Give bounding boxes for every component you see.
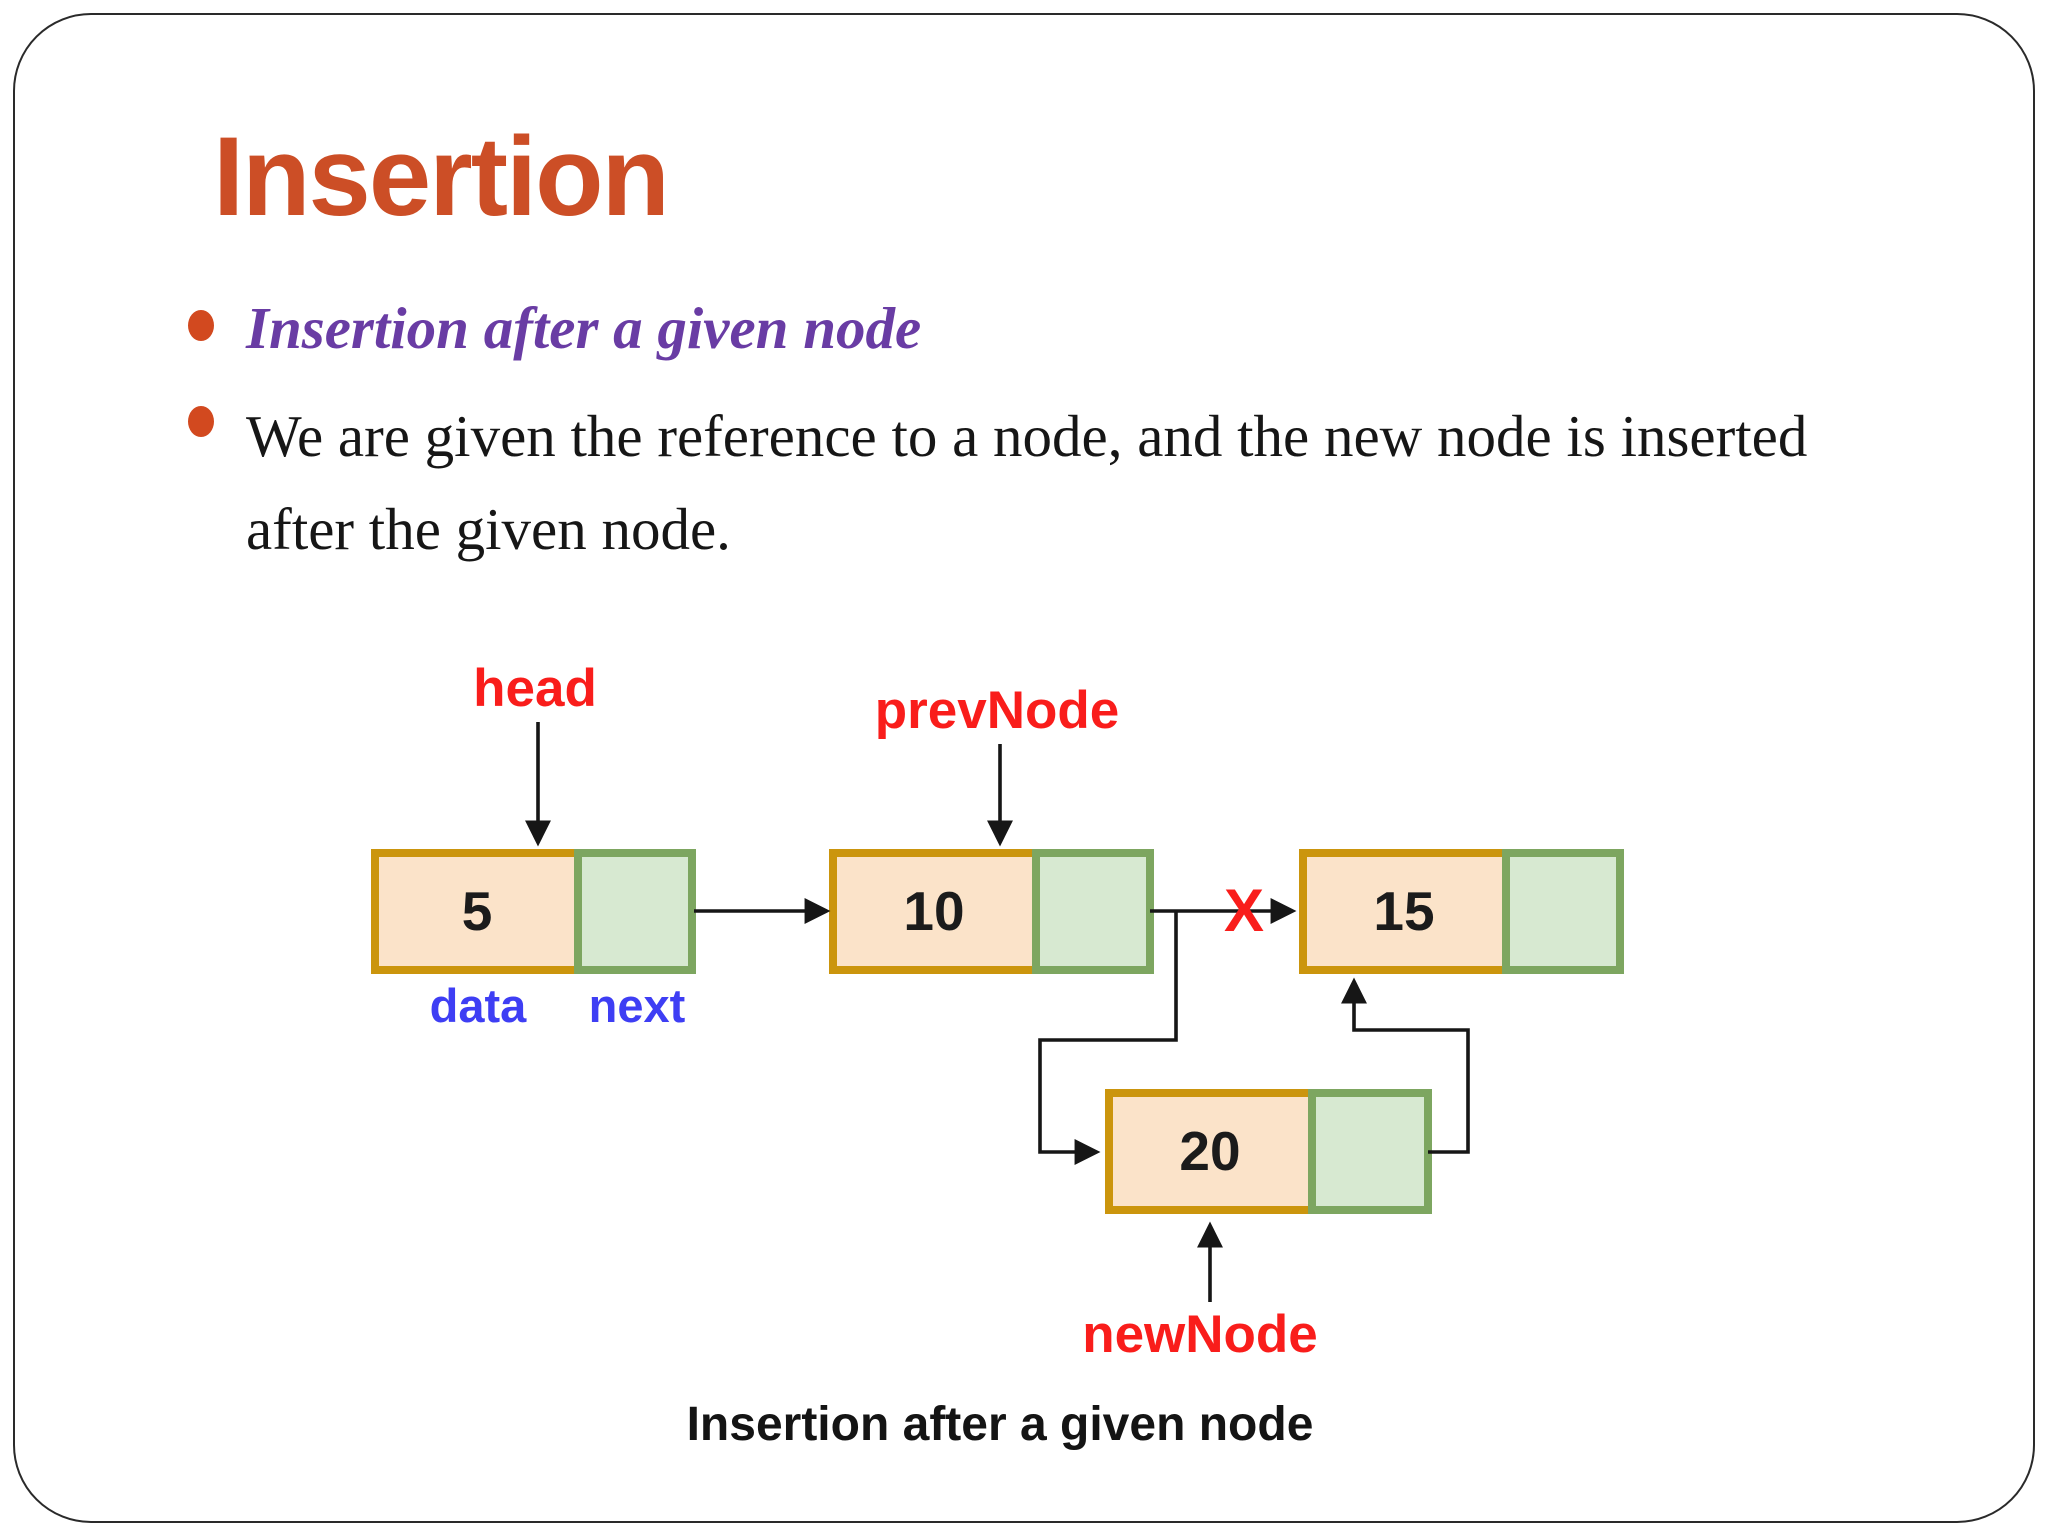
node-10-data-cell (829, 849, 1040, 974)
head-pointer-label: head (473, 659, 597, 718)
bullet-1-text: Insertion after a given node (246, 295, 922, 361)
node-15-value: 15 (1373, 880, 1434, 942)
node-20-next-cell (1308, 1089, 1432, 1214)
new-node-pointer-label: newNode (1082, 1305, 1318, 1364)
node-10-value: 10 (903, 880, 964, 942)
diagram-caption: Insertion after a given node (687, 1398, 1314, 1451)
node-10-next-cell (1032, 849, 1154, 974)
node-15-next-cell (1502, 849, 1624, 974)
node-5-value: 5 (462, 880, 493, 942)
node-20: 20 (1105, 1089, 1432, 1214)
bullet-item-2: We are given the reference to a node, an… (188, 390, 1826, 576)
data-field-label: data (430, 979, 528, 1032)
slide-title: Insertion (213, 114, 670, 239)
bullet-2-text: We are given the reference to a node, an… (246, 403, 1808, 563)
node-5: 5 (371, 849, 696, 974)
node-10: 10 (829, 849, 1154, 974)
bullet-item-1: Insertion after a given node (188, 294, 921, 363)
node-20-value: 20 (1179, 1120, 1240, 1182)
link-10-to-20 (1038, 911, 1178, 1165)
link-20-to-15 (1341, 977, 1470, 1154)
node-5-next-cell (574, 849, 696, 974)
broken-link-x-icon: X (1224, 877, 1264, 944)
prev-node-pointer-label: prevNode (875, 681, 1119, 740)
bullet-icon (188, 310, 214, 341)
bullet-icon (188, 406, 214, 437)
next-field-label: next (589, 979, 686, 1032)
node-15: 15 (1299, 849, 1624, 974)
